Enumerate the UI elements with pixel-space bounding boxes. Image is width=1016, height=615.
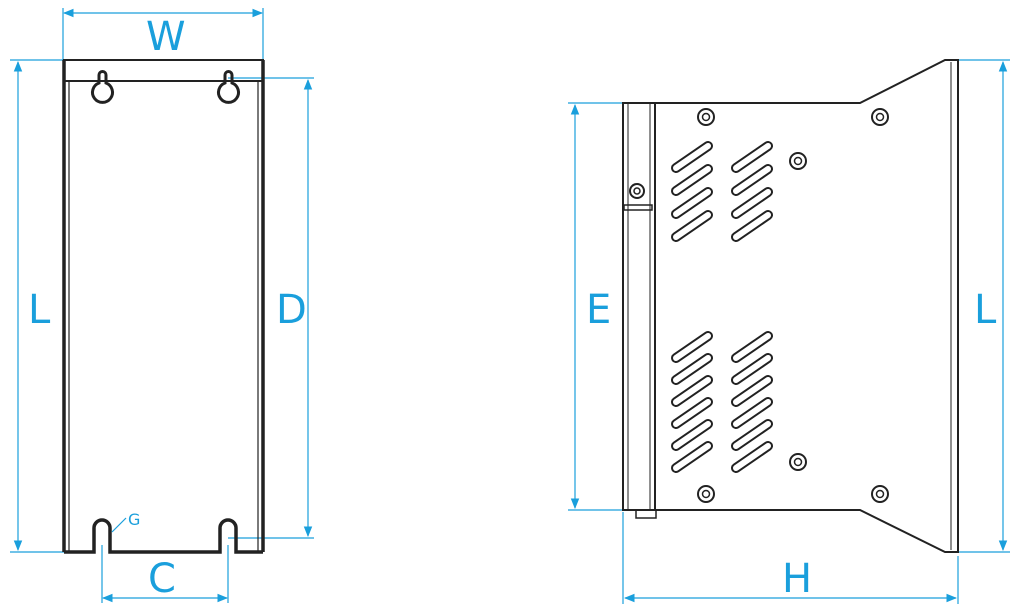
front-view: W L D C G bbox=[10, 8, 314, 603]
length-label-side: L bbox=[974, 287, 997, 333]
keyhole-left bbox=[91, 70, 114, 104]
front-bottom-slots bbox=[64, 518, 263, 554]
cover-latch bbox=[623, 204, 653, 211]
side-view: E L H bbox=[568, 59, 1010, 604]
depth-label: H bbox=[782, 556, 812, 602]
side-profile-outline bbox=[655, 59, 959, 553]
ventilation-slots-lower bbox=[671, 331, 773, 473]
mount-height-label: E bbox=[586, 287, 611, 333]
slot-spacing-label: C bbox=[148, 556, 176, 602]
screws bbox=[629, 108, 889, 503]
ventilation-slots-upper bbox=[671, 141, 773, 242]
slot-label: G bbox=[128, 510, 140, 529]
mount-distance-label: D bbox=[276, 287, 307, 333]
length-label-front: L bbox=[28, 287, 51, 333]
width-label: W bbox=[146, 14, 186, 60]
bottom-gland bbox=[635, 509, 657, 519]
keyhole-right bbox=[217, 70, 240, 104]
